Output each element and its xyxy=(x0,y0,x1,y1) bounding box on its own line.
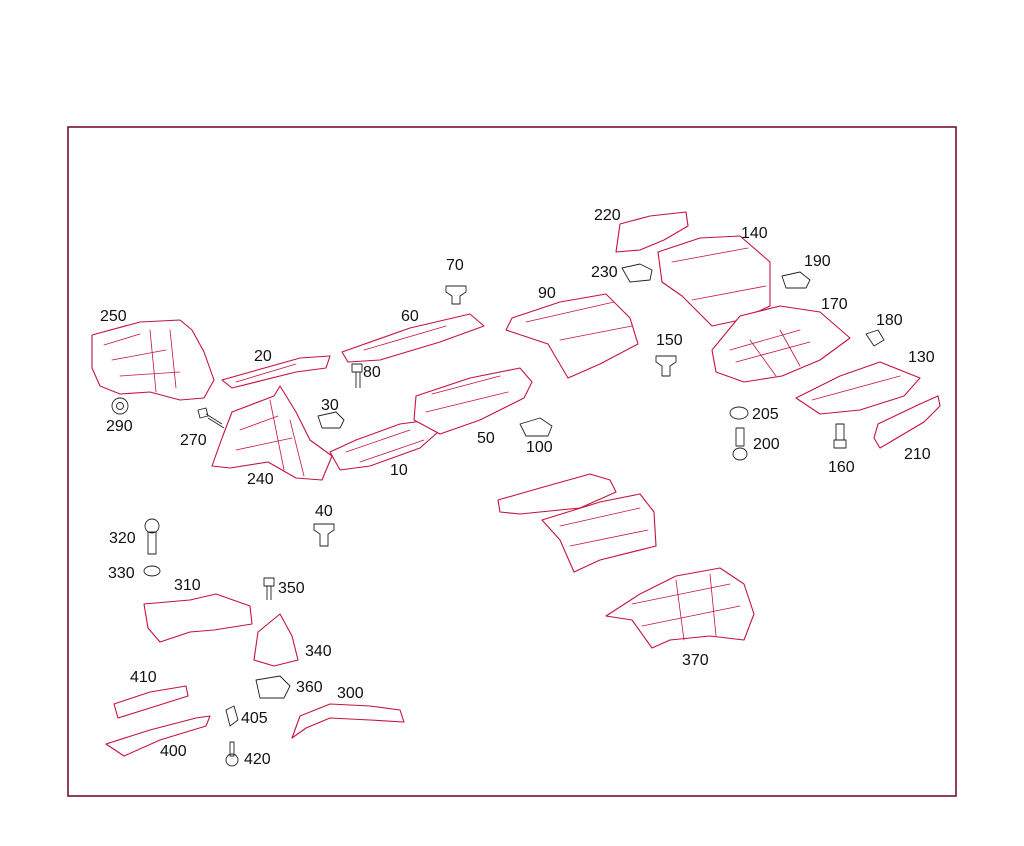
callout-205: 205 xyxy=(752,406,779,423)
part-40-screw[interactable] xyxy=(313,523,335,547)
callout-290: 290 xyxy=(106,418,133,435)
part-300-heat-shield[interactable] xyxy=(291,703,405,739)
callout-150: 150 xyxy=(656,332,683,349)
part-230-clip[interactable] xyxy=(621,263,653,283)
callout-250: 250 xyxy=(100,308,127,325)
part-320-bolt[interactable] xyxy=(144,518,160,555)
callout-20: 20 xyxy=(254,348,272,365)
callout-180: 180 xyxy=(876,312,903,329)
callout-350: 350 xyxy=(278,580,305,597)
part-160-bolt[interactable] xyxy=(833,423,847,449)
part-190-clip[interactable] xyxy=(781,271,811,289)
part-400-bracket[interactable] xyxy=(105,715,211,757)
part-30-clip[interactable] xyxy=(317,411,345,429)
callout-360: 360 xyxy=(296,679,323,696)
part-370-heat-shield[interactable] xyxy=(605,567,755,649)
callout-410: 410 xyxy=(130,669,157,686)
callout-220: 220 xyxy=(594,207,621,224)
callout-10: 10 xyxy=(390,462,408,479)
callout-405: 405 xyxy=(241,710,268,727)
callout-130: 130 xyxy=(908,349,935,366)
callout-320: 320 xyxy=(109,530,136,547)
part-290-nut[interactable] xyxy=(111,397,129,415)
callout-310: 310 xyxy=(174,577,201,594)
callout-60: 60 xyxy=(401,308,419,325)
callout-90: 90 xyxy=(538,285,556,302)
part-90-heat-shield[interactable] xyxy=(505,293,639,379)
part-200-bolt[interactable] xyxy=(732,427,748,461)
part-405-clip[interactable] xyxy=(225,705,239,727)
part-20-bracket[interactable] xyxy=(221,355,331,389)
part-center-heat-shields[interactable] xyxy=(497,473,657,573)
callout-330: 330 xyxy=(108,565,135,582)
callout-100: 100 xyxy=(526,439,553,456)
part-360-clip[interactable] xyxy=(255,675,291,699)
callout-160: 160 xyxy=(828,459,855,476)
callout-240: 240 xyxy=(247,471,274,488)
part-180-screw[interactable] xyxy=(865,329,885,347)
callout-340: 340 xyxy=(305,643,332,660)
callout-190: 190 xyxy=(804,253,831,270)
callout-170: 170 xyxy=(821,296,848,313)
callout-230: 230 xyxy=(591,264,618,281)
part-210-heat-shield[interactable] xyxy=(873,395,941,449)
callout-50: 50 xyxy=(477,430,495,447)
callout-200: 200 xyxy=(753,436,780,453)
part-150-screw[interactable] xyxy=(655,355,677,377)
part-170-heat-shield[interactable] xyxy=(711,305,851,383)
part-410-bracket[interactable] xyxy=(113,685,189,719)
diagram-frame xyxy=(67,126,957,797)
part-205-washer[interactable] xyxy=(729,406,749,420)
part-50-heat-shield[interactable] xyxy=(413,367,533,435)
callout-420: 420 xyxy=(244,751,271,768)
callout-400: 400 xyxy=(160,743,187,760)
callout-140: 140 xyxy=(741,225,768,242)
part-130-heat-shield[interactable] xyxy=(795,361,921,415)
callout-70: 70 xyxy=(446,257,464,274)
part-310-heat-shield[interactable] xyxy=(143,593,253,643)
callout-270: 270 xyxy=(180,432,207,449)
part-80-bolt[interactable] xyxy=(351,363,363,388)
callout-210: 210 xyxy=(904,446,931,463)
part-420-bolt[interactable] xyxy=(225,741,239,767)
callout-80: 80 xyxy=(363,364,381,381)
part-270-bolt[interactable] xyxy=(197,407,225,429)
part-10-heat-shield[interactable] xyxy=(329,419,439,471)
part-350-bolt[interactable] xyxy=(263,577,275,600)
part-340-heat-shield[interactable] xyxy=(253,613,299,667)
part-70-screw[interactable] xyxy=(445,285,467,305)
part-240-heat-shield[interactable] xyxy=(211,385,333,481)
part-250-heat-shield[interactable] xyxy=(91,319,215,401)
part-330-washer[interactable] xyxy=(143,565,161,577)
callout-40: 40 xyxy=(315,503,333,520)
part-100-clip[interactable] xyxy=(519,417,553,437)
callout-300: 300 xyxy=(337,685,364,702)
callout-30: 30 xyxy=(321,397,339,414)
callout-370: 370 xyxy=(682,652,709,669)
part-60-heat-shield[interactable] xyxy=(341,313,485,363)
part-220-heat-shield[interactable] xyxy=(615,211,689,253)
